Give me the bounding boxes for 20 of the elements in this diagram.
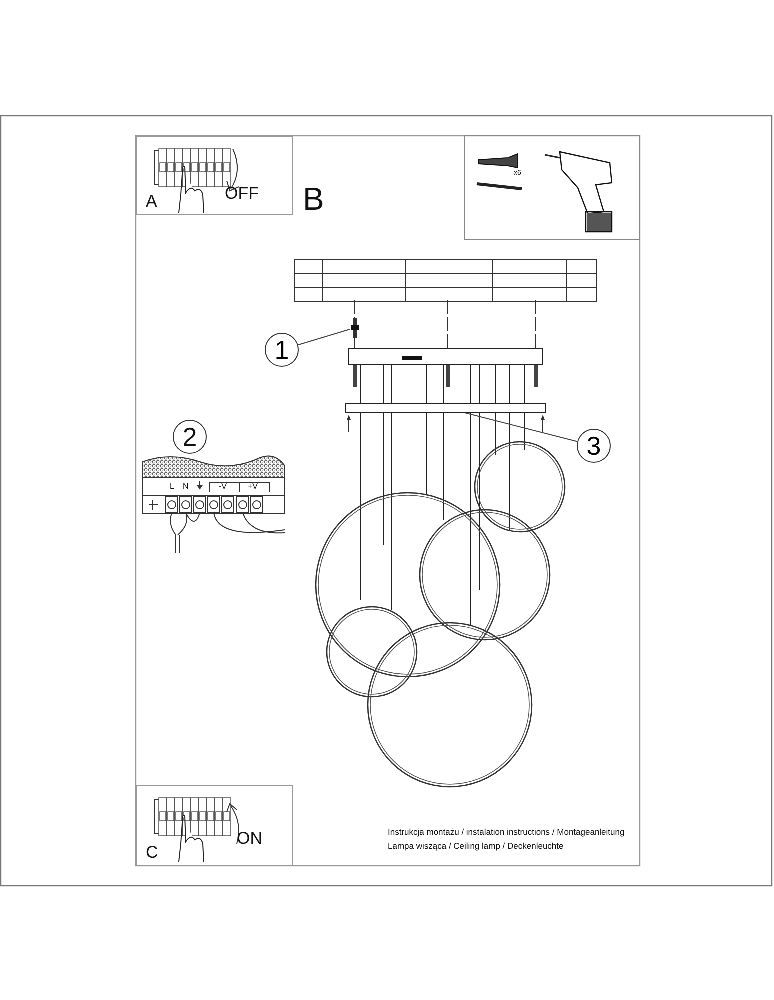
callout-number: 2 <box>173 420 207 454</box>
step-letter: B <box>303 183 324 215</box>
terminal-label: L <box>170 483 174 491</box>
instruction-panel <box>136 136 293 215</box>
terminal-label: -V <box>219 483 227 491</box>
mounting-bracket-drawing <box>350 316 360 340</box>
terminal-label: N <box>183 483 189 491</box>
title-text: Lampa wisząca / Ceiling lamp / Deckenleuchte <box>388 842 564 850</box>
leader-line <box>298 329 350 346</box>
step-letter: C <box>146 844 158 861</box>
mounting-bar <box>345 403 546 413</box>
instruction-panel <box>136 785 293 866</box>
switch-state-label: ON <box>237 830 262 847</box>
switch-state-label: OFF <box>225 185 259 202</box>
terminal-label: +V <box>248 483 258 491</box>
step-letter: A <box>146 193 158 210</box>
title-text: Instrukcja montażu / instalation instructions / Montageanleitung <box>388 828 625 836</box>
leader-line <box>464 412 578 442</box>
callout-number: 1 <box>265 333 299 367</box>
callout-number: 3 <box>577 429 611 463</box>
